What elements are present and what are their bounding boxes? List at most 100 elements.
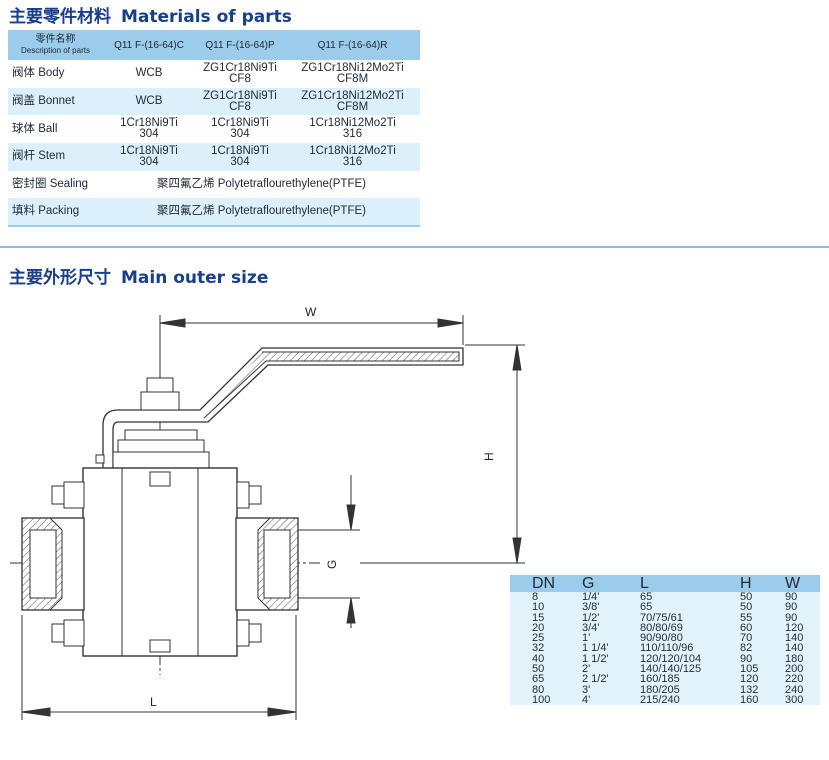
size-cell-l: 80/80/69 [640,621,683,634]
size-cell-g: 1 1/4' [582,642,609,655]
materials-header-row: 零件名称 Description of parts Q11 F-(16-64)C… [8,30,420,60]
part-name: 阀杆 Stem [12,150,66,163]
size-cell-dn: 25 [532,632,545,645]
size-cell-g: 3/8' [582,601,600,614]
materials-title: 主要零件材料 Materials of parts [9,2,292,27]
size-cell-g: 2' [582,663,591,676]
outer-title-cn: 主要外形尺寸 [9,268,111,288]
size-cell-dn: 80 [532,683,545,696]
size-cell-dn: 15 [532,611,545,624]
size-header-dn: DN [510,575,572,592]
material-line: 316 [342,155,363,168]
size-cell-g: 2 1/2' [582,673,609,686]
materials-title-cn: 主要零件材料 [9,7,111,27]
material-line: ZG1Cr18Ni9Ti [203,89,277,102]
size-cell-h: 50 [740,591,753,603]
material-line: CF8 [229,72,251,85]
size-header-h: H [730,575,775,592]
size-cell-dn: 40 [532,652,545,665]
size-cell-g: 4' [582,693,591,706]
size-cell-w: 240 [785,683,804,696]
size-cell-w: 180 [785,652,804,665]
size-cell-w: 90 [785,601,798,614]
size-cell-l: 90/90/80 [640,632,683,645]
h-label: H [482,452,496,461]
size-cell-dn: 32 [532,642,545,655]
size-cell-w: 300 [785,693,804,706]
material-line: 316 [342,128,363,141]
header-name-en: Description of parts [21,46,90,55]
l-label: L [150,695,157,709]
size-cell-h: 60 [740,621,753,634]
size-cell-l: 65 [640,601,653,614]
outer-size-title: 主要外形尺寸 Main outer size [9,263,268,288]
material-line: CF8M [336,72,369,85]
w-label: W [305,305,317,319]
header-part-name: 零件名称 Description of parts [8,30,103,60]
size-header-l: L [630,575,730,592]
materials-title-en: Materials of parts [121,7,292,27]
material-line: 1Cr18Ni12Mo2Ti [309,117,396,130]
material-line: ZG1Cr18Ni9Ti [203,61,277,74]
material-line: 304 [230,155,250,168]
material-all: 聚四氟乙烯 Polytetraflourethylene(PTFE) [157,178,366,191]
materials-table: 零件名称 Description of parts Q11 F-(16-64)C… [8,30,420,227]
header-col-r: Q11 F-(16-64)R [317,39,388,51]
material-line: 1Cr18Ni12Mo2Ti [309,144,396,157]
size-cell-l: 215/240 [640,693,680,706]
size-cell-h: 160 [740,693,759,706]
table-row: 密封圈 Sealing 聚四氟乙烯 Polytetraflourethylene… [8,170,420,199]
size-cell-w: 200 [785,663,804,676]
material-c: WCB [135,95,163,108]
material-all: 聚四氟乙烯 Polytetraflourethylene(PTFE) [157,205,366,218]
material-line: 1Cr18Ni9Ti [211,144,269,157]
material-line: 1Cr18Ni9Ti [211,117,269,130]
section-divider [0,246,829,248]
size-header-w: W [775,575,820,592]
size-cell-h: 120 [740,673,759,686]
outer-title-en: Main outer size [121,268,269,288]
size-cell-dn: 65 [532,673,545,686]
material-c: WCB [135,67,163,80]
size-cell-w: 90 [785,611,798,624]
size-cell-h: 50 [740,601,753,614]
size-cell-g: 1/4' [582,591,600,603]
part-name: 阀盖 Bonnet [12,95,75,108]
size-cell-l: 180/205 [640,683,680,696]
part-name: 密封圈 Sealing [12,178,89,191]
size-cell-dn: 8 [532,591,539,603]
size-cell-w: 90 [785,591,798,603]
size-cell-w: 120 [785,621,804,634]
size-cell-h: 132 [740,683,759,696]
material-line: 304 [230,128,250,141]
size-cell-dn: 20 [532,621,545,634]
material-line: 304 [139,155,159,168]
size-cell-h: 70 [740,632,753,645]
size-cell-g: 1 1/2' [582,652,609,665]
size-cell-l: 120/120/104 [640,652,702,665]
size-cell-dn: 10 [532,601,545,614]
material-line: ZG1Cr18Ni12Mo2Ti [301,61,404,74]
size-cell-w: 140 [785,632,804,645]
material-line: 1Cr18Ni9Ti [120,144,178,157]
size-cell-h: 82 [740,642,753,655]
g-label: G [325,560,339,569]
size-header-g: G [572,575,630,592]
material-line: ZG1Cr18Ni12Mo2Ti [301,89,404,102]
